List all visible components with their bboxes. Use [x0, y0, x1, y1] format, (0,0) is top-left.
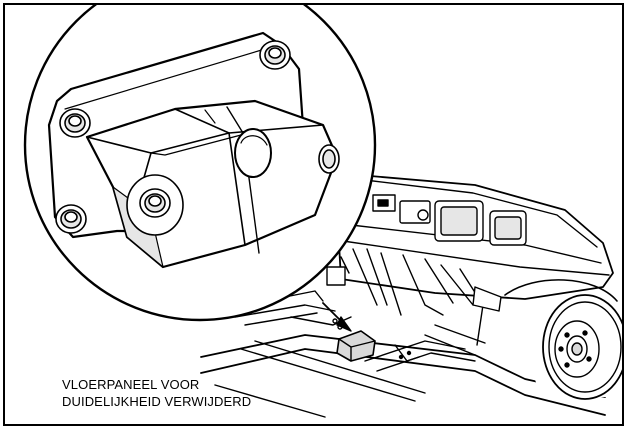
- bolt-center: [139, 188, 171, 218]
- bolt-bottom-left: [55, 204, 87, 234]
- detail-inset: [23, 5, 377, 322]
- figure-frame: VLOERPANEEL VOOR DUIDELIJKHEID VERWIJDER…: [3, 3, 624, 426]
- technical-illustration: [23, 5, 622, 418]
- bolt-top-right: [259, 40, 291, 70]
- bolt-top-left: [59, 108, 91, 138]
- vehicle-chassis: [200, 172, 622, 418]
- bolt-right: [318, 144, 340, 174]
- figure-caption: VLOERPANEEL VOOR DUIDELIJKHEID VERWIJDER…: [62, 376, 251, 410]
- caption-line-1: VLOERPANEEL VOOR: [62, 377, 200, 392]
- caption-line-2: DUIDELIJKHEID VERWIJDERD: [62, 394, 252, 409]
